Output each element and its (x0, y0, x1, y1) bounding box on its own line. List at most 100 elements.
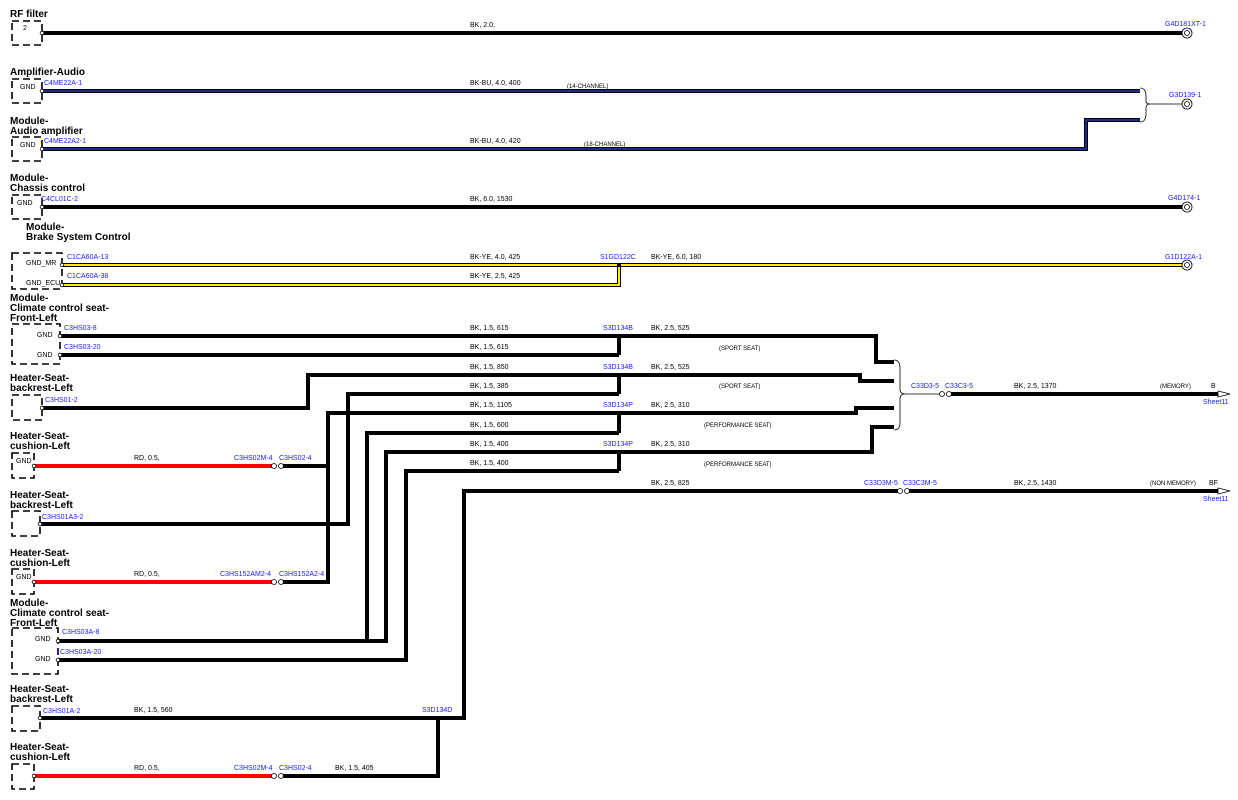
component-climate-seat-2: Module- Climate control seat- Front-Left… (10, 598, 109, 675)
wire-audio-note: (18-CHANNEL) (584, 142, 625, 148)
wire-seat-label-1: BK, 1.5, 615 (470, 325, 509, 332)
splice-s3d134p-label-2: S3D134P (603, 441, 633, 448)
heater-backrest-2-box (11, 510, 41, 537)
splice-s1gd122c-label: S1GD122C (600, 254, 636, 261)
wire-seat-out-label-3: BK, 2.5, 310 (651, 402, 690, 409)
inline-heater-cushion-3-label-1: C3HS02M-4 (234, 765, 273, 772)
chassis-control-box (11, 194, 43, 220)
pin-terminals (31, 30, 65, 779)
ground-g4d174[interactable]: G4D174-1 (1168, 195, 1200, 213)
inline-connector-heater-cushion-3[interactable]: C3HS02M-4 C3HS02-4 (234, 765, 312, 779)
ground-g4d181xt-label: G4D181XT-1 (1165, 21, 1206, 28)
wire-seat-label-6: BK, 1.5, 600 (470, 422, 509, 429)
heater-cushion-3-title-1: Heater-Seat- (10, 742, 69, 753)
wire-seat-out-4[interactable] (619, 425, 894, 454)
audio-amplifier-connector: C4ME22A2-1 (44, 138, 86, 145)
brace-seat (893, 359, 906, 431)
wire-heater-cushion-3-label: RD, 0.5, (134, 765, 160, 772)
wire-seat-label-8: BK, 1.5, 400 (470, 460, 509, 467)
splice-s3d134p-label-1: S3D134P (603, 402, 633, 409)
climate-seat-1-box (11, 323, 61, 365)
component-module-chassis-control: Module- Chassis control GND C4CL01C-2 (10, 173, 85, 220)
wire-seat-6[interactable] (365, 431, 619, 641)
offsheet-b[interactable]: B Sheet11 (1203, 383, 1231, 406)
brake-control-connector-1: C1CA60A-13 (67, 254, 108, 261)
component-heater-cushion-1: Heater-Seat- cushion-Left GND (10, 431, 71, 479)
wire-seat-4[interactable] (346, 392, 619, 526)
audio-amplifier-title-1: Module- (10, 116, 48, 127)
wire-chassis-label: BK, 6.0, 1530 (470, 196, 513, 203)
offsheet-b-sheet: Sheet11 (1203, 399, 1229, 406)
inline-heater-cushion-1-label-1: C3HS02M-4 (234, 455, 273, 462)
offsheet-b-label: B (1211, 383, 1216, 390)
inline-heater-cushion-3-label-2: C3HS02-4 (279, 765, 312, 772)
wire-heater-cushion-3-label-2: BK, 1.5, 405 (335, 765, 374, 772)
wire-brake-2[interactable] (62, 265, 621, 287)
offsheet-bf-sheet: Sheet11 (1203, 496, 1229, 503)
wire-seat-out-label-1: BK, 2.5, 525 (651, 325, 690, 332)
wire-heater-backrest-3-label: BK, 1.5, 560 (134, 707, 173, 714)
wire-seat-label-4: BK, 1.5, 385 (470, 383, 509, 390)
wire-seat-out-3[interactable] (619, 406, 894, 415)
climate-seat-2-box (11, 627, 59, 675)
brake-control-connector-2: C1CA60A-38 (67, 273, 108, 280)
wire-seat-8[interactable] (404, 469, 619, 660)
wire-seat-3[interactable] (42, 373, 619, 410)
heater-backrest-1-title-1: Heater-Seat- (10, 373, 69, 384)
wire-brake-out-label: BK-YE, 6.0, 180 (651, 254, 701, 261)
wire-seat-5[interactable] (326, 411, 619, 583)
component-heater-backrest-2: Heater-Seat- backrest-Left C3HS01A3-2 (10, 490, 83, 537)
splice-dots (436, 263, 621, 720)
inline-heater-cushion-1-label-2: C3HS02-4 (279, 455, 312, 462)
heater-backrest-1-connector: C3HS01-2 (45, 397, 78, 404)
wire-seat-out-2[interactable] (619, 373, 894, 383)
offsheet-bf[interactable]: BF Sheet11 (1203, 480, 1231, 503)
ground-g4d181xt[interactable]: G4D181XT-1 (1165, 21, 1206, 39)
inline-connector-memory[interactable]: C33D3-5 C33C3-5 (911, 383, 973, 397)
heater-cushion-1-pin: GND (16, 458, 32, 465)
wire-seat-label-2: BK, 1.5, 615 (470, 344, 509, 351)
heater-cushion-2-box (11, 568, 35, 595)
chassis-control-connector: C4CL01C-2 (41, 196, 78, 203)
ground-g4d174-label: G4D174-1 (1168, 195, 1200, 202)
wire-amp-label: BK-BU, 4.0, 400 (470, 80, 521, 87)
heater-backrest-2-title-2: backrest-Left (10, 500, 73, 511)
climate-seat-1-pin-2: GND (37, 352, 53, 359)
ground-g3d139-label: G3D139-1 (1169, 92, 1201, 99)
component-heater-cushion-2: Heater-Seat- cushion-Left GND (10, 548, 71, 595)
brake-control-box (11, 252, 63, 290)
wire-audio-color (42, 119, 1140, 150)
component-module-audio-amplifier: Module- Audio amplifier GND C4ME22A2-1 (10, 116, 86, 162)
splice-s3d134d-label: S3D134D (422, 707, 452, 714)
wire-seat-out-5[interactable] (438, 489, 898, 720)
wire-seat-7[interactable] (384, 450, 619, 641)
wire-audio-label: BK-BU, 4.0, 420 (470, 138, 521, 145)
heater-cushion-2-pin: GND (16, 574, 32, 581)
heater-backrest-2-connector: C3HS01A3-2 (42, 514, 83, 521)
amplifier-audio-connector: C4ME22A-1 (44, 80, 82, 87)
climate-seat-1-connector-2: C3HS03-20 (64, 344, 101, 351)
rf-filter-box (11, 20, 43, 46)
inline-connector-non-memory[interactable]: C33D3M-5 C33C3M-5 (864, 480, 937, 494)
component-heater-backrest-3: Heater-Seat- backrest-Left C3HS01A-2 (10, 684, 80, 732)
component-module-brake-system-control: Module- Brake System Control GND_MR GND_… (11, 222, 131, 290)
component-amplifier-audio: Amplifier-Audio GND C4ME22A-1 (10, 67, 85, 104)
heater-backrest-2-title-1: Heater-Seat- (10, 490, 69, 501)
wire-seat-out-1[interactable] (619, 334, 894, 364)
climate-seat-2-title-1: Module- (10, 598, 48, 609)
climate-seat-2-pin-1: GND (35, 636, 51, 643)
climate-seat-2-connector-1: C3HS03A-8 (62, 629, 99, 636)
heater-backrest-1-title-2: backrest-Left (10, 383, 73, 394)
chassis-control-title-2: Chassis control (10, 183, 85, 194)
inline-connector-heater-cushion-1[interactable]: C3HS02M-4 C3HS02-4 (234, 455, 312, 469)
chassis-control-title-1: Module- (10, 173, 48, 184)
inline-non-memory-label-1: C33D3M-5 (864, 480, 898, 487)
note-performance-seat-2: (PERFORMANCE SEAT) (704, 462, 772, 468)
heater-backrest-3-title-2: backrest-Left (10, 694, 73, 705)
ground-g3d139[interactable]: G3D139-1 (1169, 92, 1201, 110)
wire-rf-label: BK, 2.0, (470, 22, 495, 29)
ground-g1d122a[interactable]: G1D122A-1 (1165, 254, 1202, 271)
note-memory: (MEMORY) (1160, 384, 1191, 390)
climate-seat-2-title-2: Climate control seat- (10, 608, 109, 619)
splice-s3d134b-label-2: S3D134B (603, 364, 633, 371)
